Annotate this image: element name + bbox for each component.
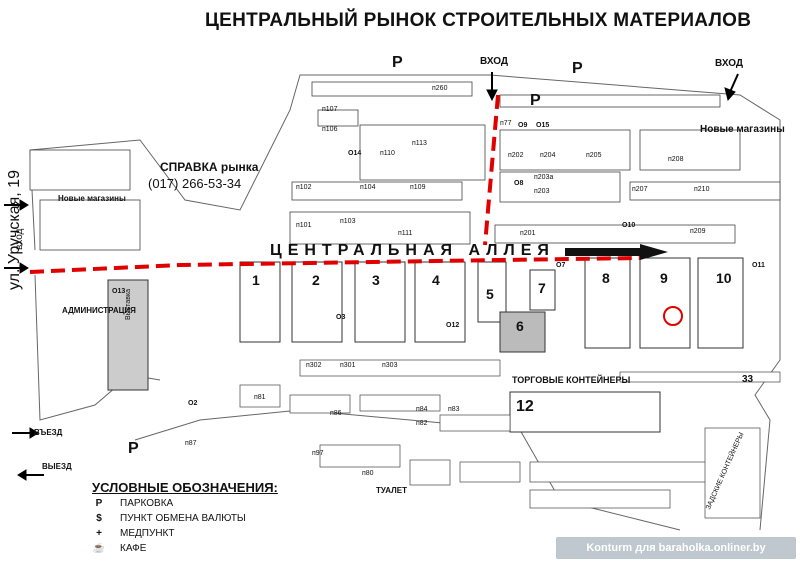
stall-label: п113	[412, 140, 427, 147]
stall-label: п101	[296, 222, 312, 229]
stall-label: п84	[416, 406, 428, 413]
help-phone: (017) 266-53-34	[148, 176, 242, 191]
legend-text: КАФЕ	[120, 543, 147, 554]
stall-label: п209	[690, 228, 706, 235]
stall-label: п83	[448, 406, 460, 413]
stall-label: п203	[534, 188, 550, 195]
stall-label: п111	[398, 230, 413, 237]
pavilion-2: 2	[312, 272, 320, 288]
stall-label: п107	[322, 106, 338, 113]
marker: О9	[518, 122, 528, 129]
toilet-label: ТУАЛЕТ	[376, 486, 407, 495]
stall-label: п203а	[534, 174, 554, 181]
entry-in-label: ВЪЕЗД	[34, 428, 63, 437]
marker: О15	[536, 122, 550, 129]
containers-number: 33	[742, 374, 754, 385]
stall-label: п81	[254, 394, 266, 401]
new-shops-label-2: Новые магазины	[58, 194, 126, 203]
marker: О2	[188, 400, 198, 407]
stall-label: п201	[520, 230, 536, 237]
legend-item-medical: + МЕДПУНКТ	[92, 528, 174, 539]
cross-icon: +	[96, 528, 102, 539]
stall-label: п202	[508, 152, 524, 159]
stall-label: п104	[360, 184, 376, 191]
stall-label: п77	[500, 120, 512, 127]
containers-label: ТОРГОВЫЕ КОНТЕЙНЕРЫ	[512, 375, 631, 385]
legend-title: УСЛОВНЫЕ ОБОЗНАЧЕНИЯ:	[92, 480, 278, 495]
pavilion-10: 10	[716, 270, 732, 286]
administration-label: АДМИНИСТРАЦИЯ	[62, 306, 136, 315]
parking-icon: P	[95, 498, 103, 509]
street-entrance-label: вход	[14, 228, 25, 250]
pavilion-4: 4	[432, 272, 440, 288]
stall-label: п302	[306, 362, 322, 369]
stall-label: п204	[540, 152, 556, 159]
legend-text: МЕДПУНКТ	[120, 528, 175, 539]
legend-text: ПУНКТ ОБМЕНА ВАЛЮТЫ	[120, 513, 246, 524]
legend-item-exchange: $ ПУНКТ ОБМЕНА ВАЛЮТЫ	[92, 513, 246, 524]
pavilion-8: 8	[602, 270, 610, 286]
marker: О3	[336, 314, 346, 321]
page-title: ЦЕНТРАЛЬНЫЙ РЫНОК СТРОИТЕЛЬНЫХ МАТЕРИАЛО…	[205, 10, 752, 31]
stall-label: п87	[185, 440, 197, 447]
stall-label: п102	[296, 184, 312, 191]
legend-item-cafe: ☕ КАФЕ	[92, 543, 147, 554]
parking-marker-4: P	[128, 440, 139, 457]
stall-label: п210	[694, 186, 710, 193]
help-title: СПРАВКА рынка	[160, 160, 259, 174]
stall-label: п260	[432, 85, 448, 92]
pavilion-12: 12	[516, 398, 534, 415]
marker: О13	[112, 288, 126, 295]
pavilion-6: 6	[516, 318, 524, 334]
marker: О7	[556, 262, 566, 269]
pavilion-5: 5	[486, 286, 494, 302]
marker: О12	[446, 322, 460, 329]
stall-label: п103	[340, 218, 356, 225]
marker: О8	[514, 180, 524, 187]
stall-label: п208	[668, 156, 684, 163]
stall-label: п207	[632, 186, 648, 193]
parking-marker-2: P	[572, 60, 583, 77]
new-shops-label-1: Новые магазины	[700, 124, 785, 135]
stall-label: п109	[410, 184, 426, 191]
stall-label: п301	[340, 362, 356, 369]
entrance-label-2: ВХОД	[715, 58, 744, 69]
stall-label: п303	[382, 362, 398, 369]
stall-label: п80	[362, 470, 374, 477]
pavilion-1: 1	[252, 272, 260, 288]
entrance-label-1: ВХОД	[480, 56, 509, 67]
exhibition-label: Выставка	[125, 288, 132, 320]
pavilion-3: 3	[372, 272, 380, 288]
entry-out-label: ВЫЕЗД	[42, 462, 72, 471]
stall-label: п97	[312, 450, 324, 457]
stall-label: п86	[330, 410, 342, 417]
alley-label: ЦЕНТРАЛЬНАЯ АЛЛЕЯ	[270, 242, 555, 259]
stall-label: п110	[380, 150, 395, 157]
watermark: Konturm для baraholka.onliner.by	[556, 537, 796, 559]
stall-label: п106	[322, 126, 338, 133]
marker: О10	[622, 222, 636, 229]
pavilion-9: 9	[660, 270, 668, 286]
parking-marker-3: P	[530, 92, 541, 109]
legend-item-parking: P ПАРКОВКА	[92, 498, 174, 509]
dollar-icon: $	[96, 513, 102, 524]
stall-label: п205	[586, 152, 602, 159]
legend-text: ПАРКОВКА	[120, 498, 174, 509]
cup-icon: ☕	[92, 543, 106, 554]
parking-marker-1: P	[392, 54, 403, 71]
marker: О14	[348, 150, 362, 157]
marker: О11	[752, 262, 765, 269]
stall-label: п82	[416, 420, 428, 427]
pavilion-7: 7	[538, 280, 546, 296]
